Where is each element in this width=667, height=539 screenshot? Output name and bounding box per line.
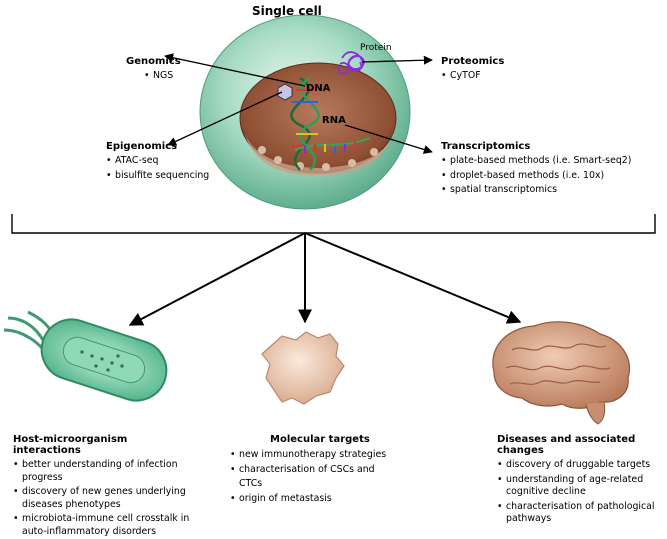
transcriptomics-item: droplet-based methods (i.e. 10x) — [441, 169, 631, 184]
diseases-item: understanding of age-related cognitive d… — [497, 474, 665, 499]
epigenomics-block: Epigenomics ATAC-seq bisulfite sequencin… — [106, 141, 209, 183]
epigenomics-item: ATAC-seq — [106, 154, 209, 169]
transcriptomics-item: spatial transcriptomics — [441, 183, 631, 198]
protein-label: Protein — [360, 43, 392, 53]
diseases-block: Diseases and associated changes discover… — [497, 434, 665, 526]
proteomics-heading: Proteomics — [441, 56, 505, 67]
diseases-heading: Diseases and associated changes — [497, 434, 636, 456]
arrow-to-diseases — [304, 232, 522, 324]
proteomics-block: Proteomics CyTOF — [441, 56, 504, 84]
diseases-item: characterisation of pathological pathway… — [497, 501, 665, 526]
rna-strand — [294, 136, 371, 154]
page-title: Single cell — [252, 4, 322, 18]
diseases-item: discovery of druggable targets — [497, 459, 665, 472]
arrow-proteomics — [361, 55, 433, 65]
arrow-to-host — [128, 232, 306, 326]
molecular-item: origin of metastasis — [230, 492, 400, 507]
rna-label: RNA — [322, 115, 346, 126]
dna-label: DNA — [306, 83, 331, 94]
bracket — [11, 214, 656, 234]
host-item: microbiota-immune cell crosstalk in auto… — [13, 513, 193, 538]
host-item: better understanding of infection progre… — [13, 459, 193, 484]
molecular-heading: Molecular targets — [270, 434, 370, 445]
genomics-item: NGS — [144, 69, 181, 84]
transcriptomics-item: plate-based methods (i.e. Smart-seq2) — [441, 154, 631, 169]
transcriptomics-heading: Transcriptomics — [441, 141, 531, 152]
genomics-block: Genomics NGS — [126, 56, 181, 84]
genomics-heading: Genomics — [126, 56, 181, 67]
proteomics-item: CyTOF — [441, 69, 504, 84]
arrow-epigenomics — [167, 91, 283, 146]
arrow-transcriptomics — [344, 124, 433, 154]
molecular-item: new immunotherapy strategies — [230, 448, 400, 463]
host-heading: Host-microorganism interactions — [13, 434, 128, 456]
diagram-canvas — [3, 14, 656, 425]
molecular-item: characterisation of CSCs and CTCs — [230, 463, 400, 492]
dna-helix — [290, 76, 320, 171]
arrow-genomics — [164, 53, 306, 87]
transcriptomics-block: Transcriptomics plate-based methods (i.e… — [441, 141, 631, 198]
epigenomics-heading: Epigenomics — [106, 141, 178, 152]
bacterium-icon — [3, 310, 168, 402]
epigenomics-item: bisulfite sequencing — [106, 169, 209, 184]
protein-icon — [338, 51, 365, 75]
tumor-cell-icon — [261, 331, 345, 405]
molecular-block: Molecular targets new immunotherapy stra… — [230, 434, 400, 506]
epigenetic-mark-icon — [277, 83, 293, 101]
brain-icon — [492, 321, 631, 425]
host-block: Host-microorganism interactions better u… — [13, 434, 193, 539]
host-item: discovery of new genes underlying diseas… — [13, 486, 193, 511]
